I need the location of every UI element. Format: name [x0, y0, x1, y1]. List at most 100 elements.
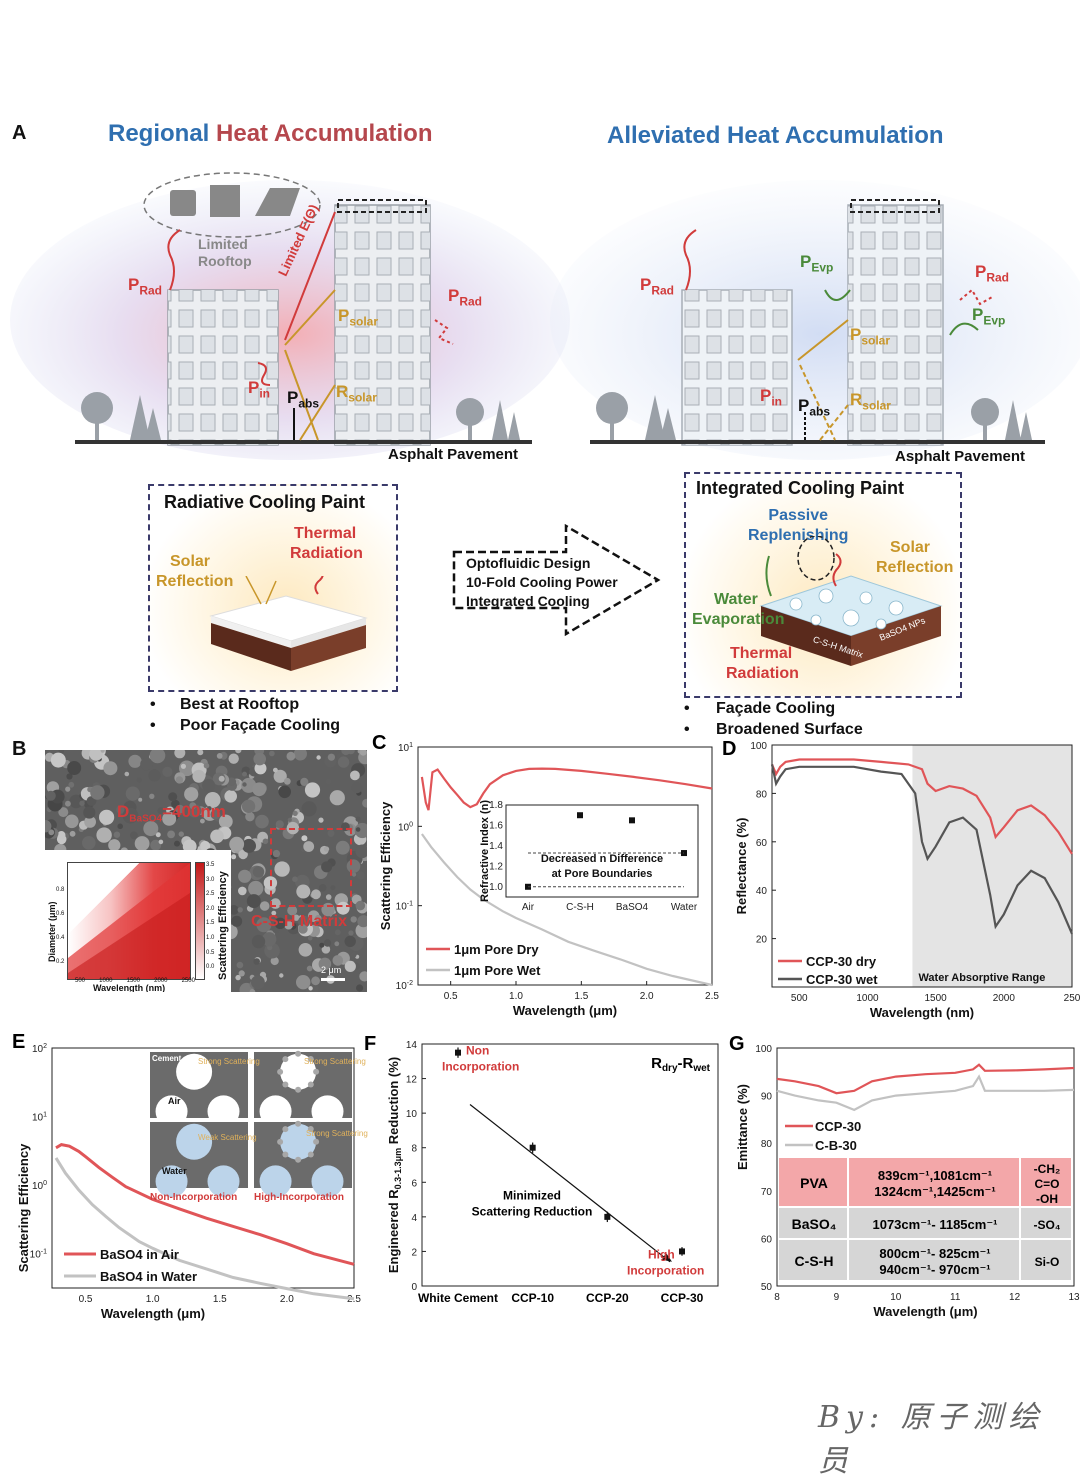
sem-grain: [273, 767, 278, 773]
sem-grain: [238, 886, 247, 896]
sem-grain: [122, 807, 139, 824]
sem-grain: [180, 763, 186, 769]
panel-f-xtick: CCP-10: [511, 1291, 554, 1305]
sem-grain: [287, 905, 298, 916]
sem-grain: [167, 830, 175, 839]
panel-c-inset-ylabel: Refractive Index (n): [479, 800, 491, 902]
sem-grain: [355, 816, 361, 822]
left-pavement-label: Asphalt Pavement: [388, 446, 519, 463]
panel-e-inset-pore: [280, 1053, 317, 1090]
panel-e-series-0: [55, 1143, 355, 1266]
panel-g-frame: [776, 1047, 1075, 1287]
panel-e-inset-particle: [307, 1126, 314, 1133]
sem-grain: [253, 752, 266, 766]
panel-e-inset-pore: [207, 1165, 240, 1198]
sem-grain: [321, 861, 333, 873]
panel-f-ytick: 0: [411, 1282, 417, 1293]
panel-e-inset-particle: [307, 1056, 314, 1063]
panel-f-ytick: 2: [411, 1247, 417, 1258]
sem-grain: [67, 761, 82, 775]
panel-g-series-1: [776, 1074, 1075, 1112]
sem-grain: [274, 861, 290, 877]
panel-g-table-group: C=O: [1034, 1177, 1059, 1191]
sem-grain: [124, 771, 130, 777]
sem-grain: [140, 757, 153, 771]
panel-f-annot-non: Incorporation: [442, 1059, 519, 1073]
panel-c-xtick: 2.0: [640, 991, 654, 1002]
panel-f-ytick: 10: [406, 1109, 418, 1120]
sem-grain: [218, 814, 233, 829]
panel-e-inset-particle: [313, 1068, 320, 1075]
sem-grain: [216, 753, 223, 759]
sem-grain: [269, 750, 275, 757]
ic-bullets: •Façade Cooling •Broadened Surface: [684, 700, 863, 738]
panel-e-inset-pore: [311, 1095, 344, 1128]
panel-f-ytick: 4: [411, 1213, 417, 1224]
panel-c-xtick: 1.0: [509, 991, 523, 1002]
sem-grain: [245, 812, 255, 822]
panel-g-table-cell: [849, 1240, 1019, 1280]
panel-e-inset-label: Strong Scattering: [198, 1057, 260, 1066]
panel-g-table-group: -OH: [1036, 1192, 1058, 1206]
inset-ytick: 0.4: [56, 935, 65, 941]
sem-grain: [130, 831, 138, 840]
panel-e-inset-label: High-Incorporation: [254, 1192, 344, 1203]
sem-grain: [231, 915, 243, 927]
sem-grain: [175, 804, 185, 814]
right-p-abs-label: Pabs: [798, 396, 831, 419]
sem-grain: [311, 889, 321, 900]
right-p-rad-label: PRad: [640, 275, 675, 298]
panel-c-ytick: 10-2: [396, 980, 413, 992]
sem-grain: [192, 769, 206, 783]
panel-e-inset-label: Weak Scattering: [198, 1133, 257, 1142]
sem-grain: [128, 754, 142, 768]
panel-f-xtick: CCP-30: [661, 1291, 704, 1305]
panel-d-ytick: 20: [756, 935, 768, 946]
left-trees-icon: [81, 392, 520, 442]
sem-grain: [236, 961, 244, 969]
sem-grain: [256, 917, 272, 933]
panel-g-table-cell: [779, 1240, 847, 1280]
sem-grain: [229, 836, 245, 852]
sem-grain: [304, 782, 321, 798]
panel-e-inset-particle: [295, 1156, 302, 1163]
panel-d-ytick: 40: [756, 886, 768, 897]
sem-grain: [307, 935, 313, 941]
sem-grain: [334, 941, 340, 947]
panel-f-annot-non: Non: [466, 1043, 489, 1057]
sem-grain: [303, 841, 315, 852]
panel-e-frame: [51, 1047, 355, 1289]
sem-grain: [155, 832, 161, 838]
sem-grain: [254, 762, 267, 775]
sem-grain: [329, 790, 345, 806]
sem-grain: [325, 778, 332, 784]
panel-e-xtick: 0.5: [79, 1294, 93, 1305]
sem-grain: [356, 984, 364, 992]
panel-e-inset-particle: [282, 1081, 289, 1088]
sem-grain: [350, 770, 360, 781]
panel-g-table-cell: [779, 1158, 847, 1206]
panel-f-point: [604, 1213, 611, 1220]
panel-c-xtick: 0.5: [444, 991, 458, 1002]
sem-grain: [228, 753, 239, 764]
sem-grain: [271, 910, 277, 916]
inset-ctick: 0.5: [206, 949, 215, 956]
panel-e-ytick: 101: [32, 1112, 47, 1124]
sem-grain: [68, 781, 75, 788]
sem-grain: [48, 829, 55, 836]
sem-grain: [125, 786, 140, 801]
sem-grain: [58, 750, 65, 754]
panel-d-xtick: 250: [1064, 993, 1080, 1004]
panel-e-inset-pore: [259, 1095, 292, 1128]
panel-e-inset-particle: [282, 1151, 289, 1158]
sem-grain: [100, 750, 105, 753]
sem-grain: [246, 894, 261, 909]
left-p-rad2-label: PRad: [448, 286, 483, 309]
rc-paint-title: Radiative Cooling Paint: [164, 492, 366, 512]
sem-grain: [238, 970, 245, 977]
sem-grain: [249, 989, 256, 992]
panel-f-ytick: 14: [406, 1040, 418, 1051]
sem-matrix-label: C-S-H Matrix: [251, 913, 348, 930]
